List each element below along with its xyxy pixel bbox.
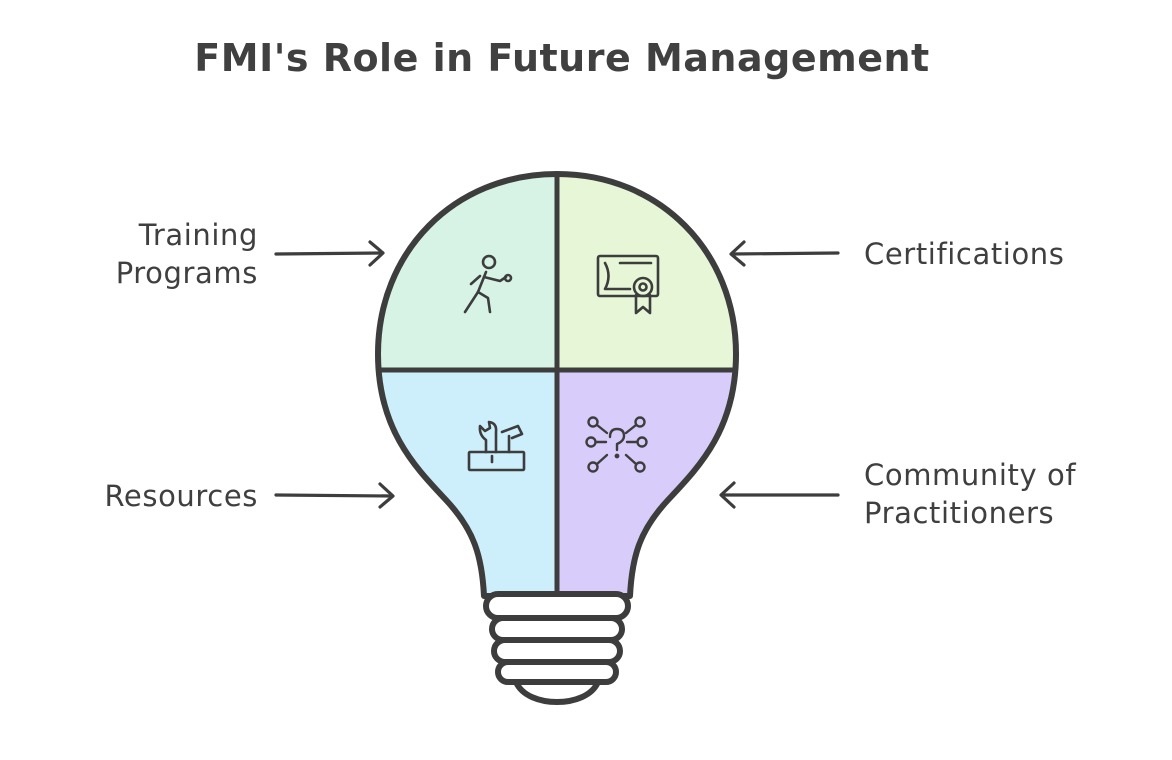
label-line: Training — [138, 218, 258, 252]
quadrant-resources-fill — [378, 370, 557, 596]
page-title: FMI's Role in Future Management — [194, 36, 930, 80]
certificate-icon — [596, 254, 660, 315]
quadrant-community-fill — [557, 370, 736, 596]
arrows — [274, 240, 840, 509]
label-certifications: Certifications — [864, 235, 1164, 273]
label-line: Practitioners — [864, 496, 1055, 530]
label-resources: Resources — [0, 477, 258, 515]
arrow-training — [274, 240, 385, 267]
label-line: Community of — [864, 458, 1077, 492]
label-community-of-practitioners: Community of Practitioners — [864, 456, 1164, 532]
arrow-certifications — [729, 240, 840, 267]
toolbox-icon — [467, 420, 526, 472]
label-training-programs: Training Programs — [0, 216, 258, 292]
label-line: Programs — [115, 256, 258, 290]
runner-icon — [463, 254, 513, 314]
network-question-icon — [585, 416, 648, 473]
label-line: Certifications — [864, 237, 1065, 271]
arrow-resources — [274, 482, 395, 509]
arrow-community — [719, 481, 840, 509]
label-line: Resources — [104, 479, 258, 513]
bulb-base — [483, 591, 631, 705]
